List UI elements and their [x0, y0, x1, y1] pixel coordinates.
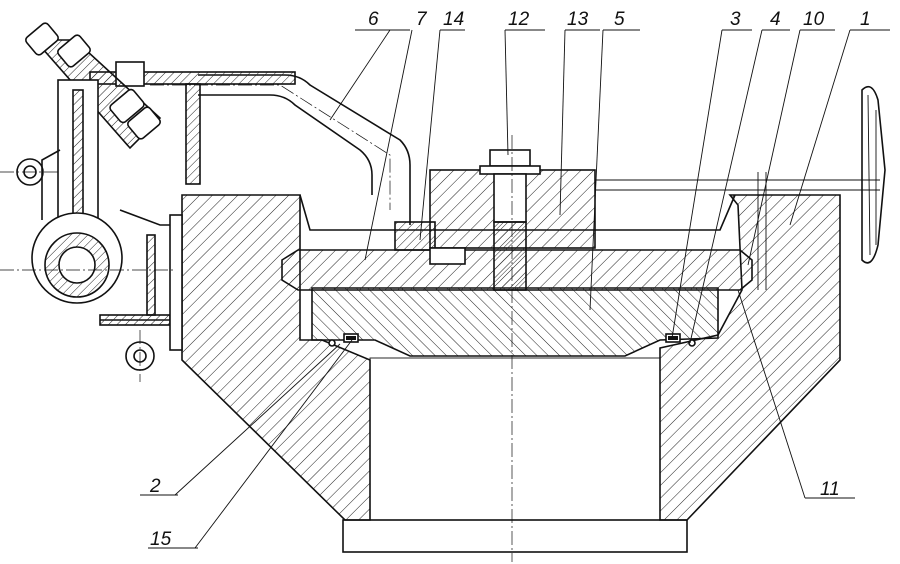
- clamp-block: [115, 61, 145, 87]
- pipe-outer: [198, 94, 373, 195]
- bottom-flange: [342, 519, 688, 553]
- pipe-center: [150, 84, 391, 210]
- bracket-rib: [146, 234, 156, 316]
- handwheel-rim: [867, 94, 877, 256]
- label-13: 13: [567, 9, 589, 30]
- label-10: 10: [803, 9, 825, 30]
- body-left-section: [181, 194, 371, 521]
- inner-bore: [369, 357, 661, 521]
- arm-bolts: [25, 22, 161, 140]
- label-6: 6: [368, 9, 379, 30]
- bracket-plate: [99, 314, 171, 326]
- support-post: [185, 83, 201, 185]
- small-block: [394, 221, 436, 251]
- label-15: 15: [150, 529, 172, 550]
- side-plate: [169, 214, 183, 351]
- center-bolt: [479, 149, 541, 291]
- label-14: 14: [443, 9, 464, 30]
- label-12: 12: [508, 9, 530, 30]
- eccentric-hub: [58, 246, 96, 284]
- handwheel: [861, 85, 886, 264]
- label-1: 1: [860, 9, 871, 30]
- gate-disc: [311, 287, 719, 357]
- label-7: 7: [416, 9, 428, 30]
- label-3: 3: [730, 9, 741, 30]
- leader-lines: [140, 29, 890, 549]
- label-4: 4: [770, 9, 781, 30]
- small-pad: [429, 247, 466, 265]
- label-5: 5: [614, 9, 625, 30]
- label-2: 2: [149, 476, 161, 497]
- label-11: 11: [820, 479, 840, 500]
- spindle-lines: [595, 172, 880, 290]
